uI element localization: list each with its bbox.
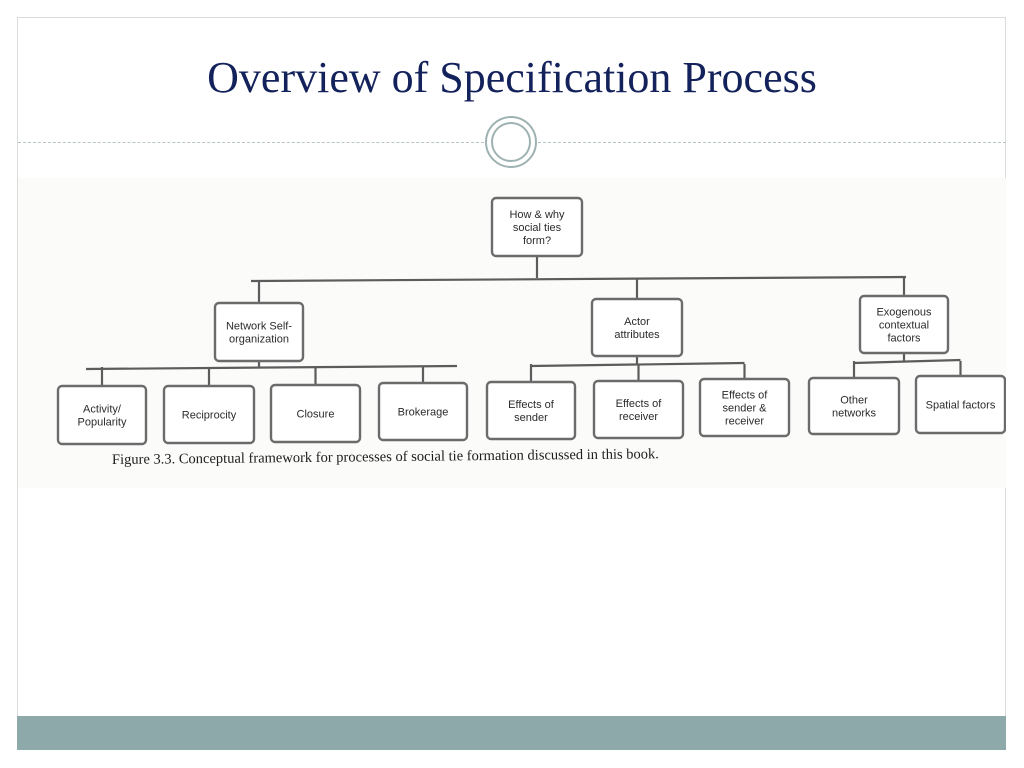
node-activity-box xyxy=(56,384,148,446)
node-reciprocity: Reciprocity xyxy=(162,384,256,445)
node-brokerage-box xyxy=(377,381,469,442)
divider-line-left xyxy=(18,142,484,143)
node-other-networks-label-line: networks xyxy=(832,408,877,420)
top-branch-bar xyxy=(250,275,907,283)
footer-bar xyxy=(17,716,1006,750)
node-activity-label-line: Popularity xyxy=(78,417,127,429)
node-brokerage-label-line: Brokerage xyxy=(398,407,449,419)
node-reciprocity-box xyxy=(162,384,256,445)
node-network-box xyxy=(213,301,305,363)
node-activity-label-line: Activity/ xyxy=(83,404,122,416)
slide-title: Overview of Specification Process xyxy=(207,53,817,102)
node-spatial-label-line: Spatial factors xyxy=(926,400,996,412)
node-exogenous-label-line: contextual xyxy=(879,320,929,332)
node-other-networks-label-line: Other xyxy=(840,395,868,407)
sub-branch-bar xyxy=(85,364,458,371)
node-closure-label-line: Closure xyxy=(297,409,335,421)
node-network-label-line: Network Self- xyxy=(226,321,292,333)
divider-line-right xyxy=(538,142,1006,143)
node-sender-box xyxy=(485,380,577,441)
node-sender-receiver-box xyxy=(698,377,791,438)
node-network: Network Self-organization xyxy=(213,301,305,363)
node-receiver-box xyxy=(592,379,685,440)
node-sender-receiver-label-line: receiver xyxy=(725,416,764,428)
node-sender-label-line: sender xyxy=(514,412,548,424)
node-actor-label-line: attributes xyxy=(614,329,660,341)
root-node-label-line: form? xyxy=(523,235,551,247)
root-node-box xyxy=(490,196,584,258)
node-exogenous-box xyxy=(858,294,950,355)
node-activity: Activity/Popularity xyxy=(56,384,148,446)
node-sender-receiver-label-line: Effects of xyxy=(722,390,769,402)
sub-branch-bar xyxy=(853,358,961,365)
node-receiver-label-line: receiver xyxy=(619,411,658,423)
node-other-networks-box xyxy=(807,376,901,436)
node-exogenous-label-line: factors xyxy=(887,333,921,345)
node-actor-box xyxy=(590,297,684,358)
node-receiver-label-line: Effects of xyxy=(616,398,663,410)
root-node-label-line: social ties xyxy=(513,222,562,234)
divider-circle-ornament xyxy=(485,116,537,168)
node-network-label-line: organization xyxy=(229,334,289,346)
node-brokerage: Brokerage xyxy=(377,381,469,442)
node-sender-label-line: Effects of xyxy=(508,399,555,411)
node-actor-label-line: Actor xyxy=(624,316,650,328)
root-node-label-line: How & why xyxy=(509,209,565,221)
node-spatial: Spatial factors xyxy=(914,374,1006,435)
node-exogenous-label-line: Exogenous xyxy=(876,307,932,319)
node-reciprocity-label-line: Reciprocity xyxy=(182,410,237,422)
node-closure: Closure xyxy=(269,383,362,444)
node-spatial-box xyxy=(914,374,1006,435)
node-closure-box xyxy=(269,383,362,444)
node-sender-receiver-label-line: sender & xyxy=(722,403,767,415)
